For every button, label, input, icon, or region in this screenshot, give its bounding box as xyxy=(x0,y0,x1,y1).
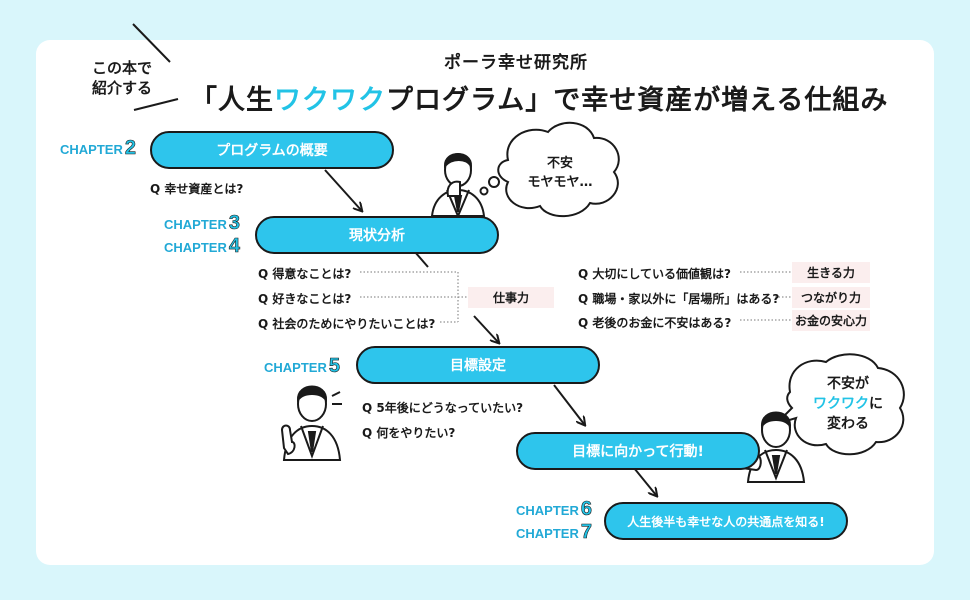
question-likes: Q 好きなことは? xyxy=(258,292,352,306)
right-connectors xyxy=(740,271,792,321)
tag-work-power: 仕事力 xyxy=(468,287,554,308)
chapter-word: CHAPTER xyxy=(164,217,227,232)
chapter-word: CHAPTER xyxy=(516,526,579,541)
chapter-number: 4 xyxy=(228,235,241,258)
question-values: Q 大切にしている価値観は? xyxy=(578,267,731,281)
arrow-3 xyxy=(553,384,584,424)
change-suffix: に xyxy=(869,396,883,412)
change-bubble-text: 不安が ワクワクに 変わる xyxy=(796,374,900,434)
page-title: 「人生ワクワクプログラム」で幸せ資産が増える仕組み xyxy=(190,78,888,117)
happy-person-icon xyxy=(741,411,806,483)
arrow-2 xyxy=(414,251,429,268)
change-line-2: ワクワクに xyxy=(796,394,900,414)
tag-connection-power: つながり力 xyxy=(792,287,870,308)
change-bubble xyxy=(775,353,905,456)
chapter-word: CHAPTER xyxy=(264,360,327,375)
intro-text: この本で 紹介する xyxy=(82,58,162,98)
tag-life-power: 生きる力 xyxy=(792,262,870,283)
question-what-to-do: Q 何をやりたい? xyxy=(362,426,456,440)
intro-stroke-top xyxy=(132,23,171,63)
step-goal-setting: 目標設定 xyxy=(356,346,600,384)
step-current-analysis: 現状分析 xyxy=(255,216,499,254)
question-strengths: Q 得意なことは? xyxy=(258,267,352,281)
title-accent: ワクワク xyxy=(274,85,386,116)
change-accent: ワクワク xyxy=(813,396,869,412)
chapter-word: CHAPTER xyxy=(164,240,227,255)
step-program-overview: プログラムの概要 xyxy=(150,131,394,169)
chapter-number: 2 xyxy=(124,137,137,160)
question-happiness-assets: Q 幸せ資産とは? xyxy=(150,182,244,196)
worried-person-icon xyxy=(430,153,486,219)
arrow-1 xyxy=(324,169,361,210)
subtitle: ポーラ幸せ研究所 xyxy=(444,53,588,73)
intro-line-1: この本で xyxy=(91,59,152,77)
chapter-number: 5 xyxy=(328,355,341,378)
worry-bubble xyxy=(479,121,620,218)
chapter-word: CHAPTER xyxy=(516,503,579,518)
worry-bubble-text: 不安 モヤモヤ… xyxy=(508,154,612,192)
chapter-number: 6 xyxy=(580,498,593,521)
question-social: Q 社会のためにやりたいことは? xyxy=(258,317,436,331)
arrow-4 xyxy=(633,467,656,495)
tag-money-security: お金の安心力 xyxy=(792,310,870,331)
arrow-2b xyxy=(473,315,498,342)
chapter-word: CHAPTER xyxy=(60,142,123,157)
title-part-2: プログラム」で幸せ資産が増える仕組み xyxy=(386,85,889,116)
worry-line-1: 不安 xyxy=(546,156,573,171)
intro-line-2: 紹介する xyxy=(91,79,152,97)
question-place: Q 職場・家以外に「居場所」はある? xyxy=(578,292,780,306)
pointing-person-icon xyxy=(280,385,342,461)
intro-stroke-bottom xyxy=(133,98,179,111)
chapter-number: 7 xyxy=(580,521,593,544)
step-learn-common-traits: 人生後半も幸せな人の共通点を知る! xyxy=(604,502,848,540)
title-part-1: 「人生 xyxy=(190,85,274,116)
left-connectors xyxy=(360,271,468,323)
chapter-number: 3 xyxy=(228,212,241,235)
worry-line-2: モヤモヤ… xyxy=(527,175,593,190)
question-five-years: Q 5年後にどうなっていたい? xyxy=(362,401,524,415)
step-take-action: 目標に向かって行動! xyxy=(516,432,760,470)
question-money: Q 老後のお金に不安はある? xyxy=(578,316,732,330)
change-line-1: 不安が xyxy=(827,376,869,392)
change-line-3: 変わる xyxy=(827,416,869,432)
